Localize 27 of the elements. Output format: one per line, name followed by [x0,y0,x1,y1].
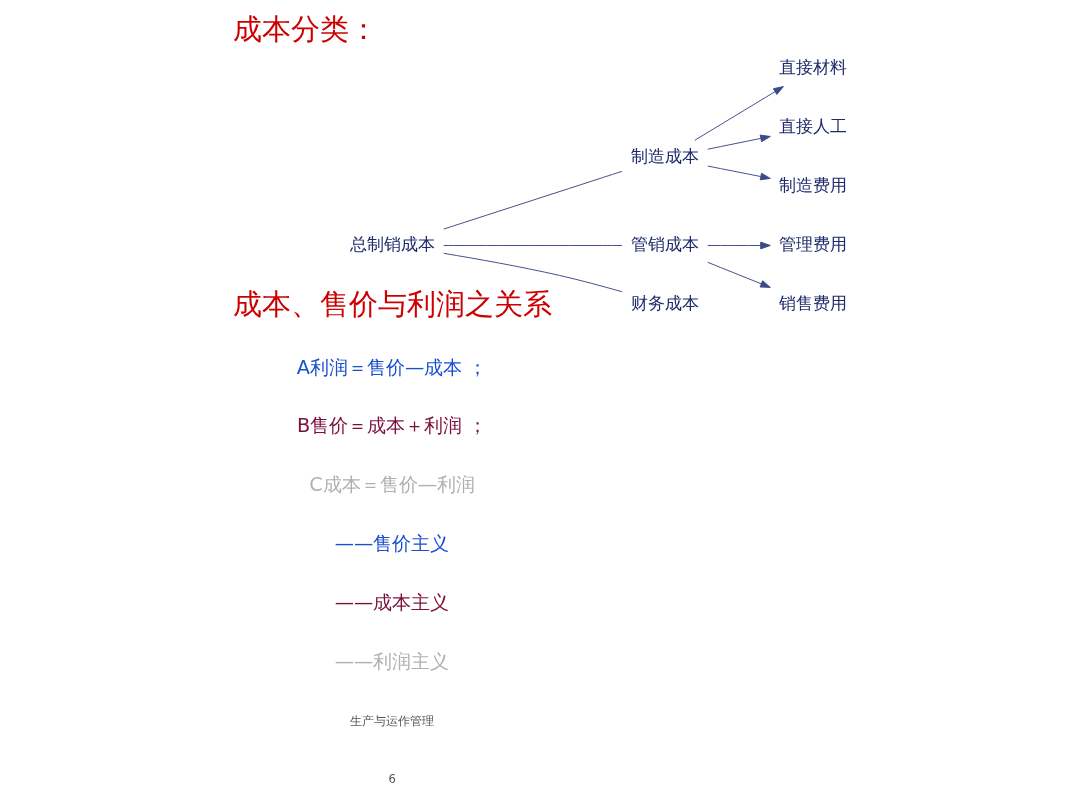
node-text: 直接人工 [778,116,847,137]
label: ——利润主义 [334,649,449,673]
label: 生产与运作管理 [349,713,434,728]
label: 6 [387,772,396,787]
node-text: 财务成本 [630,292,699,313]
connector [442,252,622,293]
label: ——成本主义 [334,590,449,614]
label: 成本、售价与利润之关系 [232,287,552,322]
node-text: 制造费用 [778,174,847,195]
node-text: 管销成本 [630,233,699,254]
node-text: 销售费用 [778,292,847,313]
node-text: 直接材料 [778,57,847,78]
node-text: 管理费用 [778,233,847,254]
label: ——售价主义 [334,532,449,556]
arrow [706,261,771,288]
connector [442,245,622,246]
diagram-title: 成本分类： [232,12,378,47]
label: A利润＝售价—成本 ； [296,355,487,379]
arrow [706,165,771,181]
label: C成本＝售价—利润 [308,473,475,497]
connector [442,170,622,230]
label: B售价＝成本＋利润 ； [296,414,487,438]
arrow [706,134,771,150]
arrow [693,86,784,141]
node-text: 总制销成本 [349,233,435,254]
arrow [706,241,771,250]
node-text: 制造成本 [630,146,699,167]
